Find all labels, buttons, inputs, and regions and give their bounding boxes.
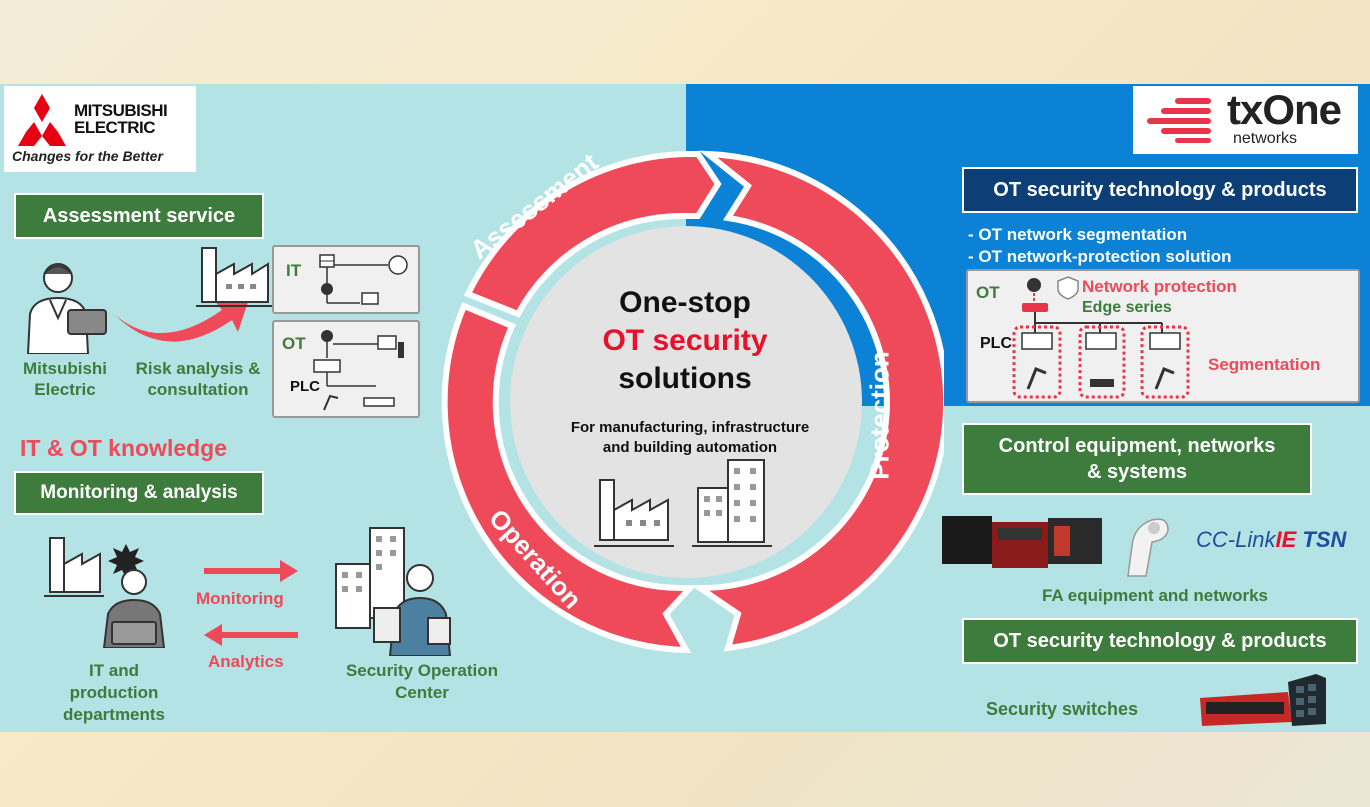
center-subtitle-line2: and building automation	[602, 439, 778, 456]
txone-sub: networks	[1233, 130, 1298, 147]
ot-label: OT	[282, 334, 306, 353]
plc-label: PLC	[290, 378, 320, 395]
shield-icon	[1057, 276, 1079, 300]
mitsubishi-logo: MITSUBISHI ELECTRIC Changes for the Bett…	[4, 86, 196, 172]
risk-analysis-label-line2: consultation	[147, 380, 249, 399]
ot-network-panel: OT PLC	[272, 320, 420, 418]
department-person-icon	[102, 569, 166, 648]
center-title-line3: solutions	[618, 362, 752, 395]
it-ot-knowledge-label: IT & OT knowledge	[20, 435, 228, 461]
it-network-diagram	[319, 254, 408, 305]
department-label-line1: IT and	[88, 661, 140, 680]
cclink-logo-part3: TSN	[1302, 527, 1347, 552]
txone-name: txOne	[1227, 86, 1342, 133]
bullet-network-segmentation: - OT network segmentation	[968, 225, 1188, 244]
center-title-line1: One-stop	[619, 286, 751, 319]
ot-protection-panel: OT PLC Network protection Edge series Se…	[966, 269, 1360, 403]
mitsubishi-electric-label-line2: Electric	[34, 380, 96, 399]
risk-analysis-label-line1: Risk analysis &	[135, 359, 261, 378]
mitsubishi-name-line1: MITSUBISHI	[74, 101, 168, 120]
cclink-logo-part2: IE	[1275, 527, 1297, 552]
txone-logo: txOne networks	[1133, 86, 1358, 154]
department-label-line3: departments	[62, 705, 166, 724]
consultant-person-icon	[26, 263, 107, 354]
ot-security-tech-title: OT security technology & products	[962, 167, 1358, 213]
center-title-line2: OT security	[602, 324, 768, 357]
ot-network-diagram	[313, 330, 404, 411]
operation-segment	[441, 302, 697, 654]
control-equipment-title-line1: Control equipment, networks	[998, 435, 1276, 457]
soc-building-icon	[335, 527, 452, 656]
mitsubishi-diamonds-icon	[18, 94, 66, 146]
txone-stripes-icon	[1147, 98, 1211, 143]
mitsubishi-name-line2: ELECTRIC	[74, 118, 156, 137]
assessment-segment	[463, 151, 722, 318]
analytics-label: Analytics	[208, 652, 284, 671]
security-switch-image	[1200, 674, 1326, 726]
edge-series-label: Edge series	[1082, 299, 1172, 316]
monitoring-analysis-title: Monitoring & analysis	[14, 471, 264, 515]
protection-segment	[690, 150, 944, 652]
assessment-service-title: Assessment service	[14, 193, 264, 239]
it-network-panel: IT	[272, 245, 420, 314]
center-subtitle-line1: For manufacturing, infrastructure	[570, 419, 810, 436]
security-cycle-ring	[441, 150, 944, 654]
control-equipment-title: Control equipment, networks & systems	[962, 423, 1312, 495]
bullet-network-protection: - OT network-protection solution	[968, 247, 1232, 266]
segmentation-label: Segmentation	[1208, 355, 1321, 374]
cclink-logo-part1: CC-Link	[1196, 527, 1276, 552]
monitoring-arrow	[204, 560, 298, 582]
analytics-arrow	[204, 624, 298, 646]
fa-equipment-image	[942, 516, 1169, 577]
network-protection-label: Network protection	[1082, 277, 1237, 296]
mitsubishi-electric-label-line1: Mitsubishi	[22, 359, 108, 378]
ot-protection-ot-label: OT	[976, 283, 1000, 302]
center-disc	[510, 226, 862, 578]
security-switches-label: Security switches	[986, 699, 1139, 719]
soc-label-line1: Security Operation	[345, 661, 499, 680]
department-label-line2: production	[69, 683, 159, 702]
ot-protection-plc-label: PLC	[980, 335, 1012, 352]
soc-label-line2: Center	[395, 683, 449, 702]
factory-icon	[196, 247, 272, 307]
control-equipment-title-line2: & systems	[1086, 461, 1188, 483]
protection-ring-label: Protection	[864, 351, 895, 480]
fa-equipment-label: FA equipment and networks	[1041, 586, 1269, 605]
factory-and-buildings-icon	[594, 459, 772, 547]
ot-security-tech-title-2: OT security technology & products	[962, 618, 1358, 664]
monitoring-label: Monitoring	[196, 589, 284, 608]
it-label: IT	[286, 261, 302, 280]
mitsubishi-slogan: Changes for the Better	[12, 148, 163, 164]
ot-protection-diagram	[1012, 276, 1190, 399]
